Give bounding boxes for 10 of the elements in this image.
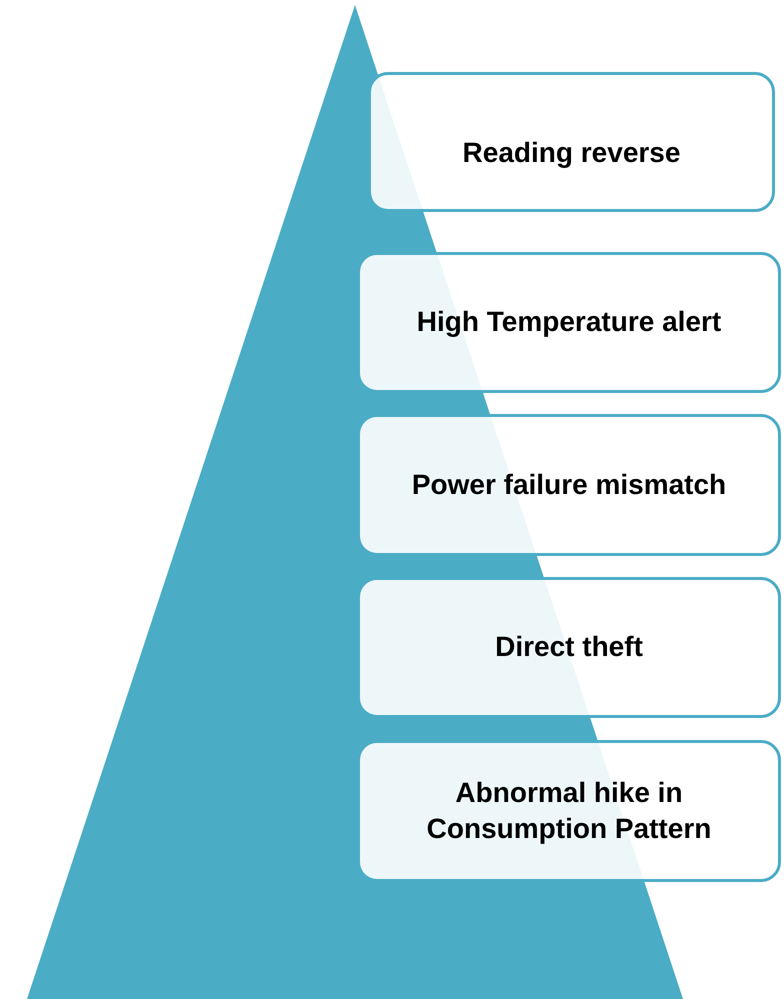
item-label: Power failure mismatch xyxy=(412,468,726,502)
item-box xyxy=(357,577,781,718)
item-box xyxy=(357,740,781,882)
item-label: Abnormal hike in Consumption Pattern xyxy=(426,776,712,846)
item-box xyxy=(368,72,775,212)
item-label: High Temperature alert xyxy=(416,305,722,340)
item-label: Direct theft xyxy=(495,630,643,664)
item-box xyxy=(357,414,781,556)
item-label: Reading reverse xyxy=(462,136,680,170)
item-box xyxy=(357,252,781,393)
